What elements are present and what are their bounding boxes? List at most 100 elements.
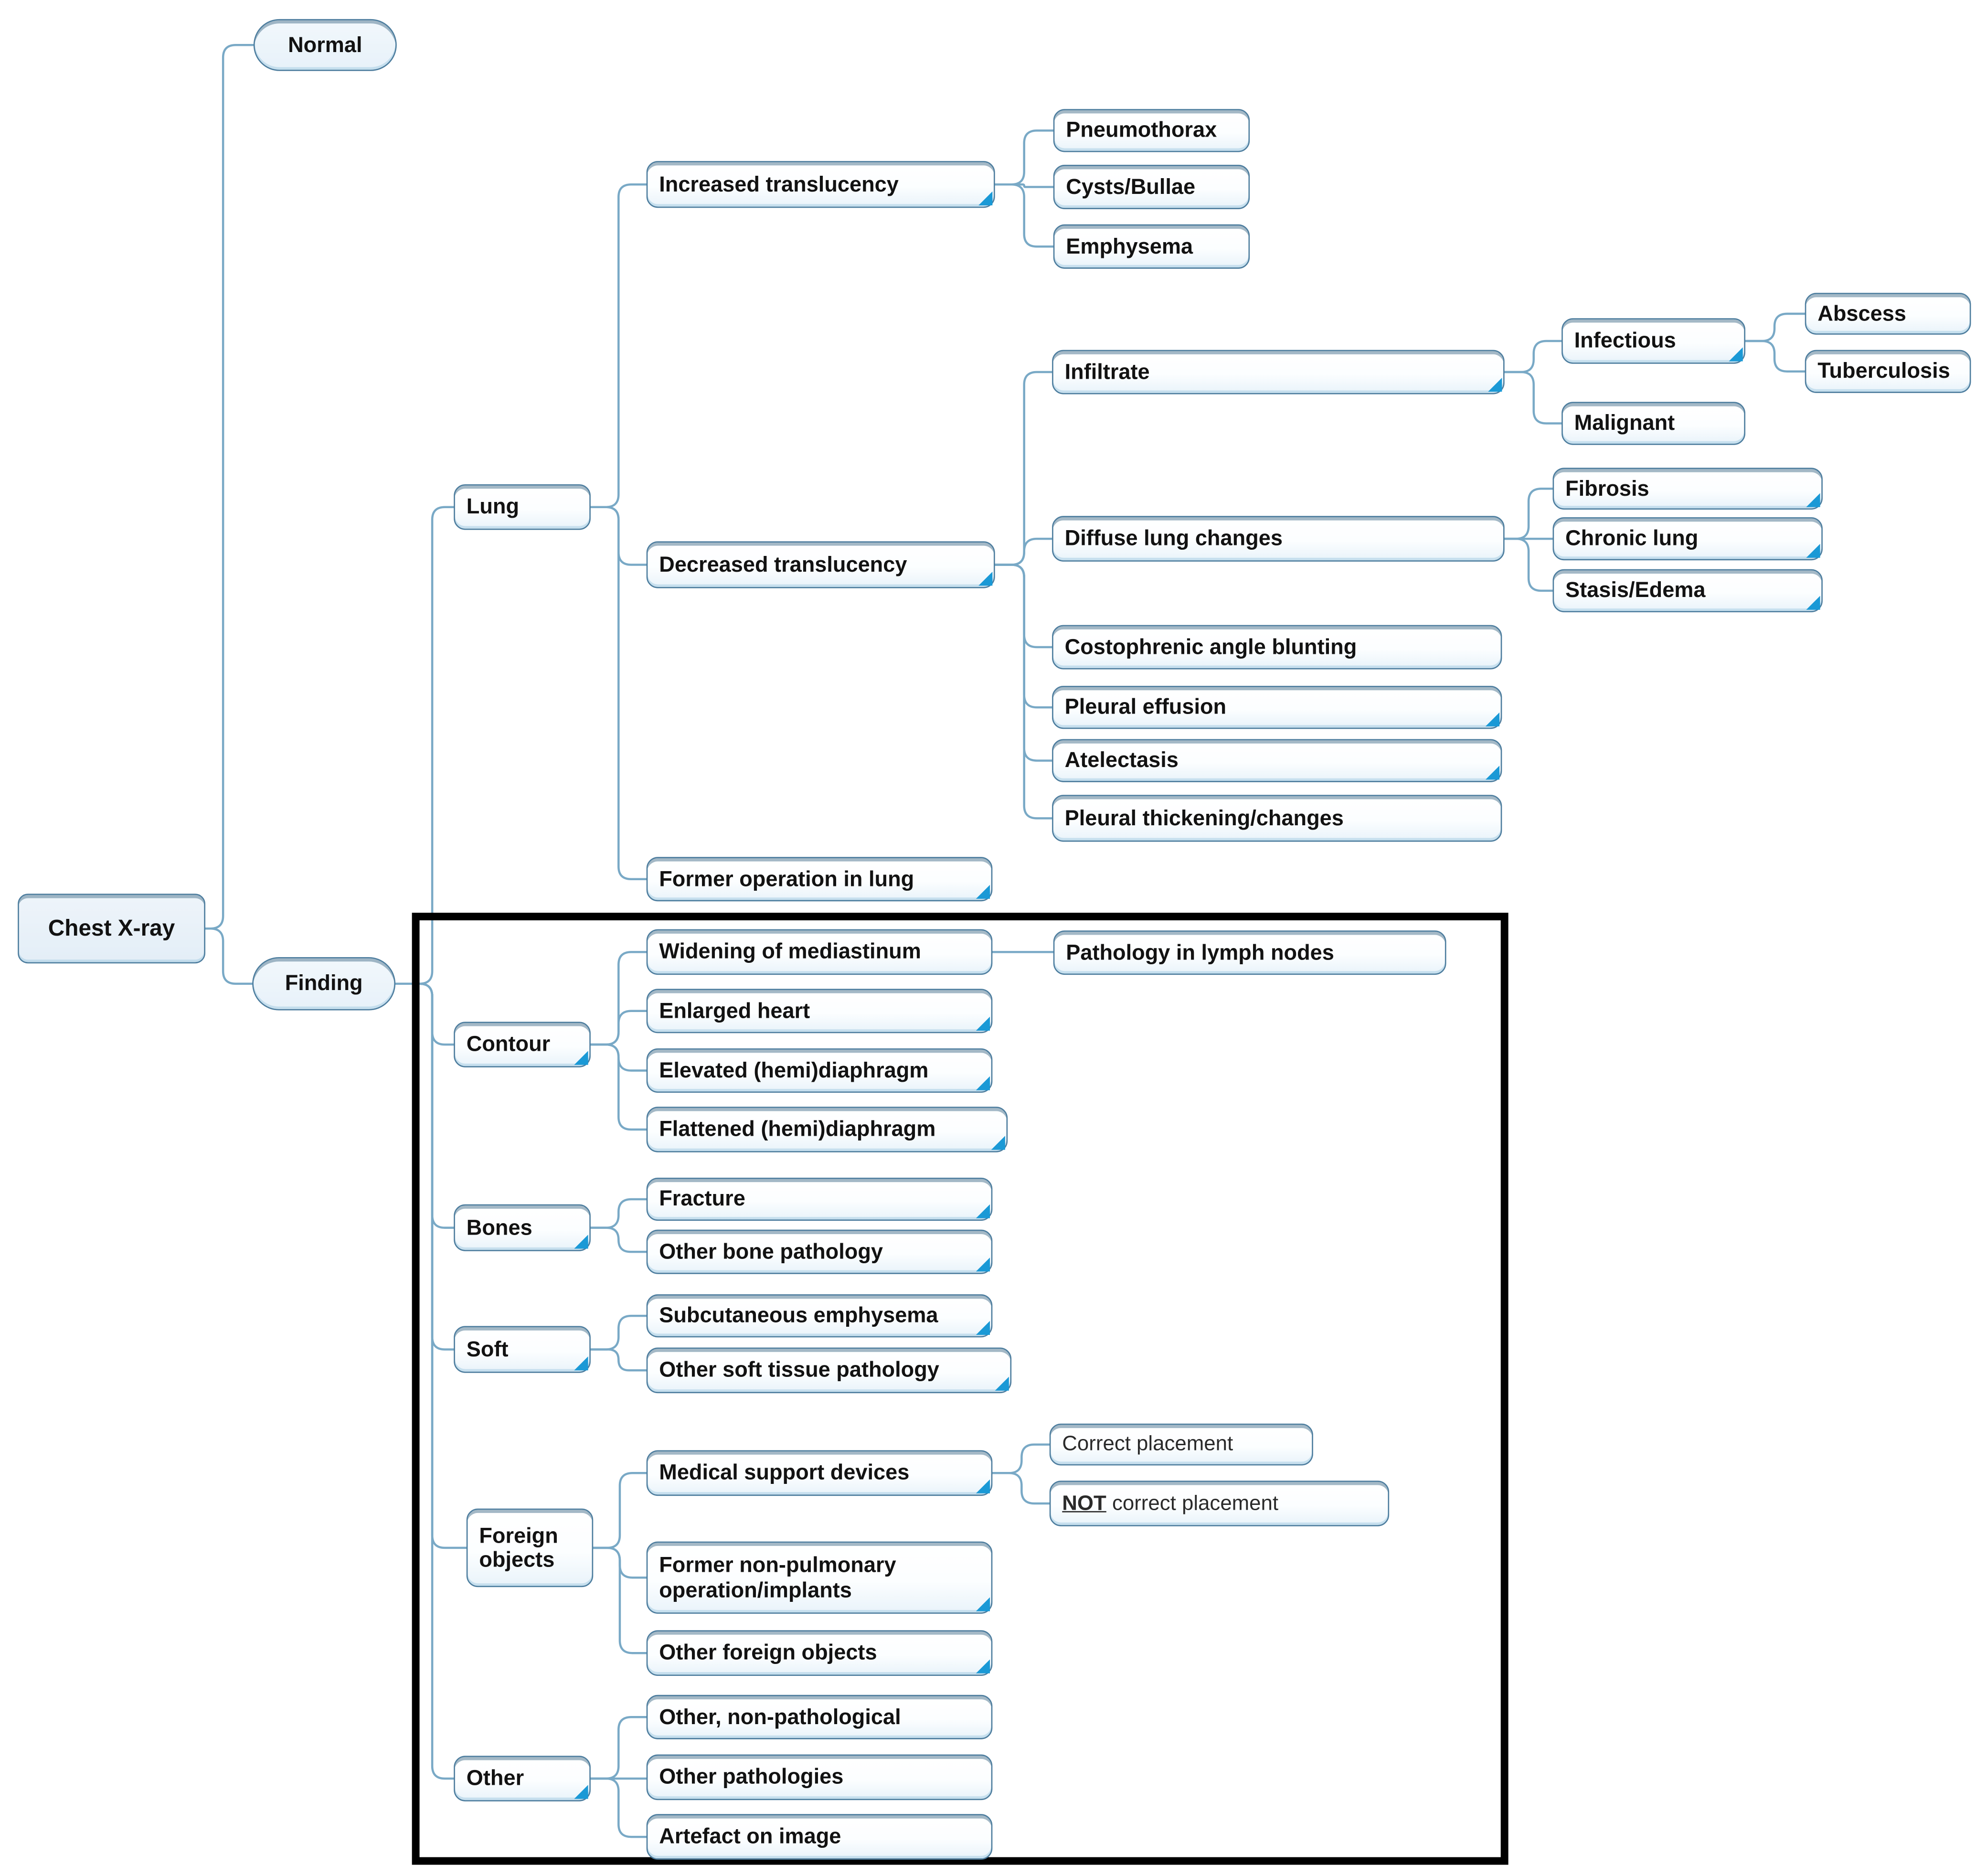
node-other-non-pathological: Other, non-pathological [646,1695,993,1739]
expand-marker-icon [990,1135,1005,1150]
expand-marker-icon [975,1659,989,1673]
node-label: Fibrosis [1565,476,1649,501]
connector-path [994,564,1053,820]
node-label: Fracture [659,1187,745,1212]
node-label: Diffuse lung changes [1064,526,1283,551]
node-other-pathologies: Other pathologies [646,1754,993,1801]
expand-marker-icon [1806,543,1820,557]
expand-marker-icon [975,1320,989,1334]
expand-marker-icon [975,1597,989,1611]
node-soft: Soft [454,1326,591,1373]
expand-marker-icon [975,1257,989,1271]
expand-marker-icon [975,1479,989,1493]
connector-path [589,1226,648,1253]
node-former-non-pulmonary: Former non-pulmonary operation/implants [646,1541,993,1614]
node-label: Emphysema [1066,234,1193,259]
node-label: Chest X-ray [48,916,175,941]
connector-path [394,982,455,1046]
expand-marker-icon [1485,712,1499,726]
connector-path [994,537,1053,566]
node-label: Other bone pathology [659,1239,883,1264]
node-infectious: Infectious [1562,318,1745,364]
node-label: Other, non-pathological [659,1705,901,1729]
node-label: Infectious [1574,329,1676,353]
connector-path [394,982,455,1229]
connector-path [589,1043,648,1131]
node-label: Pathology in lymph nodes [1066,940,1334,965]
node-label: Correct placement [1062,1433,1233,1456]
node-lung: Lung [454,484,591,530]
node-label: Pleural thickening/changes [1064,806,1344,831]
connector-path [394,982,455,1351]
connector-path [589,183,648,508]
node-label: Enlarged heart [659,999,810,1023]
expand-marker-icon [977,191,992,205]
node-flattened-hemidiaphragm: Flattened (hemi)diaphragm [646,1107,1008,1152]
node-stasis-edema: Stasis/Edema [1552,569,1823,613]
node-pathology-in-lymph-nodes: Pathology in lymph nodes [1053,930,1446,975]
node-label: Bones [466,1215,532,1240]
connector-path [1744,312,1806,342]
connector-path [1503,371,1563,425]
node-pleural-effusion: Pleural effusion [1052,685,1502,729]
node-bones: Bones [454,1204,591,1251]
connector-path [589,506,648,881]
node-label: Atelectasis [1064,748,1179,773]
connector-path [394,982,455,1780]
node-malignant: Malignant [1562,402,1745,445]
node-other-foreign-objects: Other foreign objects [646,1630,993,1676]
connector-path [1744,340,1806,373]
connector-path [994,183,1054,248]
expand-marker-icon [574,1355,588,1370]
expand-marker-icon [977,571,992,585]
connector-path [204,43,255,930]
connector-path [994,183,1054,188]
node-correct-placement: Correct placement [1049,1423,1313,1466]
node-label: Subcutaneous emphysema [659,1303,938,1328]
node-label: Pneumothorax [1066,118,1217,143]
node-label: Decreased translucency [659,553,907,577]
connector-path [589,1314,648,1351]
node-label: Foreign objects [479,1524,558,1572]
node-label: Other pathologies [659,1765,844,1790]
connector-path [1503,340,1563,373]
connector-path [1503,487,1554,540]
node-foreign-objects: Foreign objects [466,1508,594,1588]
expand-marker-icon [975,1076,989,1090]
node-label: Other soft tissue pathology [659,1358,939,1383]
expand-marker-icon [574,1050,588,1065]
node-other: Other [454,1756,591,1801]
node-costophrenic-angle-blunting: Costophrenic angle blunting [1052,625,1502,670]
node-label: Other [466,1766,524,1791]
node-former-operation-in-lung: Former operation in lung [646,857,993,902]
connector-path [589,1348,648,1372]
node-label: Elevated (hemi)diaphragm [659,1058,929,1083]
node-label: Pleural effusion [1064,695,1227,720]
connector-path [991,1443,1051,1474]
connector-path [394,506,455,985]
node-label: Abscess [1817,301,1906,326]
node-elevated-hemidiaphragm: Elevated (hemi)diaphragm [646,1048,993,1093]
node-label: Former non-pulmonary operation/implants [659,1553,896,1602]
connector-path [1503,537,1554,592]
connector-path [592,1546,648,1654]
node-pleural-thickening-changes: Pleural thickening/changes [1052,795,1502,842]
node-medical-support-devices: Medical support devices [646,1450,993,1496]
expand-marker-icon [1806,492,1820,507]
node-label: Former operation in lung [659,867,914,891]
expand-marker-icon [994,1376,1009,1390]
node-label: Flattened (hemi)diaphragm [659,1117,936,1142]
connector-path [394,982,468,1549]
node-fracture: Fracture [646,1177,993,1221]
node-label: Medical support devices [659,1461,910,1485]
node-chest-xray: Chest X-ray [18,894,205,964]
node-abscess: Abscess [1805,293,1971,335]
node-label: Finding [285,971,363,996]
node-label: Tuberculosis [1817,359,1950,384]
connector-path [589,1198,648,1229]
node-fibrosis: Fibrosis [1552,468,1823,510]
expand-marker-icon [1485,765,1499,779]
node-enlarged-heart: Enlarged heart [646,989,993,1034]
node-label: Cysts/Bullae [1066,175,1196,199]
node-diffuse-lung-changes: Diffuse lung changes [1052,516,1505,562]
